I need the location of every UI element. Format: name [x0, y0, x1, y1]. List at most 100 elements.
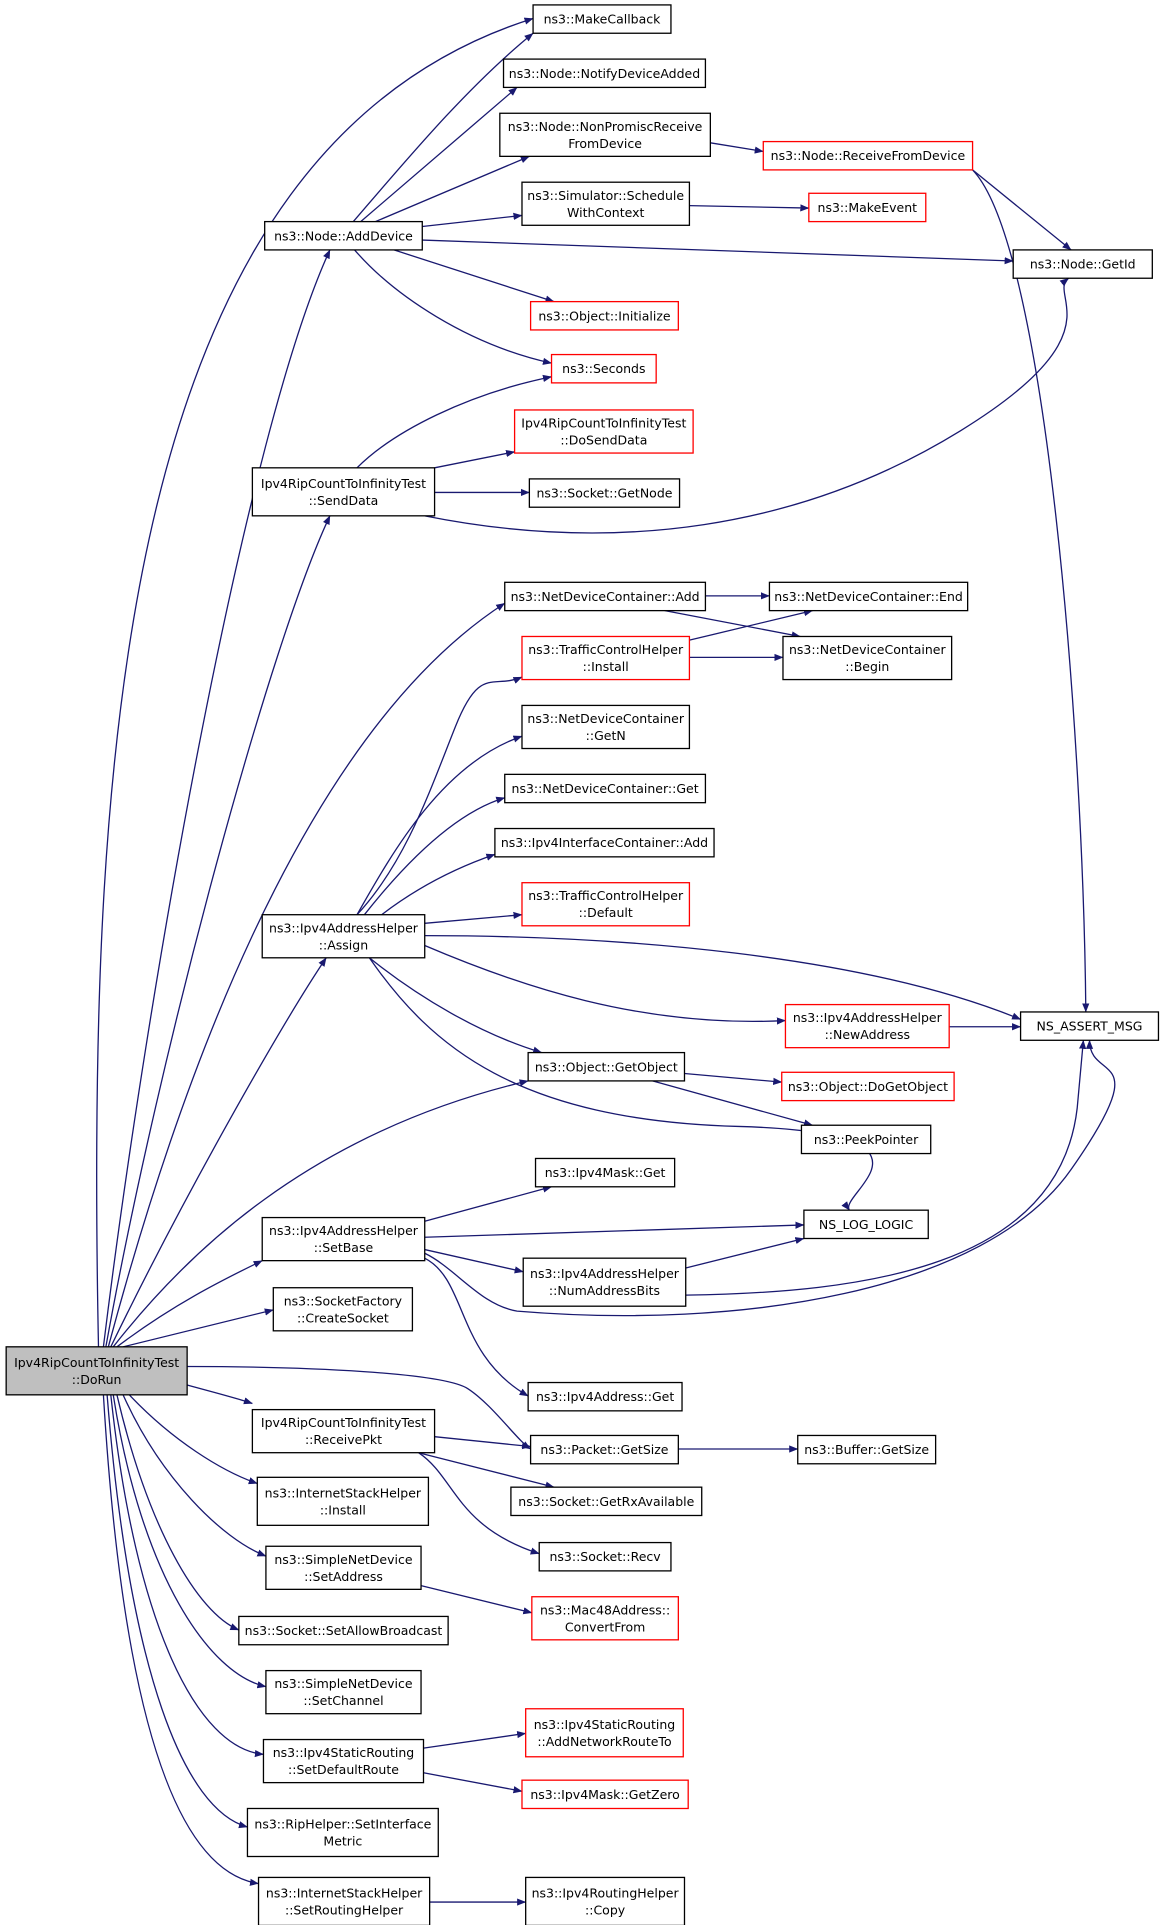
node-setchannel[interactable]: ns3::SimpleNetDevice::SetChannel — [265, 1669, 422, 1715]
node-box-setroutinghelper[interactable] — [257, 1876, 431, 1925]
node-box-ndcbegin[interactable] — [782, 635, 953, 681]
node-createsocket[interactable]: ns3::SocketFactory::CreateSocket — [272, 1287, 414, 1332]
node-box-makecallback[interactable] — [532, 4, 672, 34]
node-assertmsg[interactable]: NS_ASSERT_MSG — [1019, 1011, 1160, 1041]
node-receivefromdevice[interactable]: ns3::Node::ReceiveFromDevice — [762, 140, 974, 171]
node-ndcget[interactable]: ns3::NetDeviceContainer::Get — [504, 773, 707, 804]
node-box-assign[interactable] — [261, 914, 426, 959]
node-tchdefault[interactable]: ns3::TrafficControlHelper::Default — [521, 882, 691, 927]
node-box-tchinstall[interactable] — [521, 635, 691, 681]
node-setroutinghelper[interactable]: ns3::InternetStackHelper::SetRoutingHelp… — [257, 1876, 431, 1925]
node-ishinstall[interactable]: ns3::InternetStackHelper::Install — [256, 1476, 430, 1526]
node-box-setaddress[interactable] — [265, 1545, 422, 1591]
node-dosenddata[interactable]: Ipv4RipCountToInfinityTest::DoSendData — [513, 409, 694, 454]
node-maskget[interactable]: ns3::Ipv4Mask::Get — [534, 1157, 676, 1188]
node-box-ndcend[interactable] — [768, 581, 969, 612]
node-icadd[interactable]: ns3::Ipv4InterfaceContainer::Add — [494, 827, 715, 858]
node-box-senddata[interactable] — [251, 467, 436, 517]
node-loglogic[interactable]: NS_LOG_LOGIC — [803, 1209, 929, 1240]
node-box-setbase[interactable] — [261, 1216, 426, 1262]
node-box-packetgetsize[interactable] — [529, 1434, 679, 1465]
node-setallowbroadcast[interactable]: ns3::Socket::SetAllowBroadcast — [238, 1615, 449, 1646]
node-newaddress[interactable]: ns3::Ipv4AddressHelper::NewAddress — [784, 1003, 950, 1049]
node-box-dosenddata[interactable] — [513, 409, 694, 454]
node-recv[interactable]: ns3::Socket::Recv — [538, 1541, 672, 1572]
node-packetgetsize[interactable]: ns3::Packet::GetSize — [529, 1434, 679, 1465]
node-box-getobject[interactable] — [527, 1051, 686, 1082]
node-box-convertfrom[interactable] — [531, 1596, 679, 1641]
node-box-ndcget[interactable] — [504, 773, 707, 804]
node-box-nonpromisc[interactable] — [499, 112, 711, 158]
node-box-getrxavailable[interactable] — [510, 1486, 703, 1517]
node-box-root[interactable] — [5, 1346, 188, 1396]
node-box-socketgetnode[interactable] — [528, 478, 681, 508]
node-tchinstall[interactable]: ns3::TrafficControlHelper::Install — [521, 635, 691, 681]
node-box-getid[interactable] — [1012, 249, 1153, 279]
node-box-getzero[interactable] — [521, 1779, 689, 1810]
node-dogetobject[interactable]: ns3::Object::DoGetObject — [781, 1071, 955, 1102]
node-box-setallowbroadcast[interactable] — [238, 1615, 449, 1646]
node-box-ishinstall[interactable] — [256, 1476, 430, 1526]
node-socketgetnode[interactable]: ns3::Socket::GetNode — [528, 478, 681, 508]
node-getid[interactable]: ns3::Node::GetId — [1012, 249, 1153, 279]
node-box-adddevice[interactable] — [264, 220, 423, 251]
node-box-dogetobject[interactable] — [781, 1071, 955, 1102]
node-setaddress[interactable]: ns3::SimpleNetDevice::SetAddress — [265, 1545, 422, 1591]
node-ndcbegin[interactable]: ns3::NetDeviceContainer::Begin — [782, 635, 953, 681]
node-makecallback[interactable]: ns3::MakeCallback — [532, 4, 672, 34]
node-box-assertmsg[interactable] — [1019, 1011, 1160, 1041]
node-box-seconds[interactable] — [550, 353, 657, 384]
node-box-numaddressbits[interactable] — [522, 1257, 687, 1307]
node-box-ndcadd[interactable] — [504, 581, 707, 612]
node-box-makeevent[interactable] — [808, 192, 927, 223]
node-seconds[interactable]: ns3::Seconds — [550, 353, 657, 384]
node-adddevice[interactable]: ns3::Node::AddDevice — [264, 220, 423, 251]
node-box-ndcgetn[interactable] — [521, 704, 691, 750]
node-box-buffergetsize[interactable] — [797, 1434, 937, 1465]
node-ndcend[interactable]: ns3::NetDeviceContainer::End — [768, 581, 969, 612]
node-routingcopy[interactable]: ns3::Ipv4RoutingHelper::Copy — [525, 1876, 686, 1925]
node-initialize[interactable]: ns3::Object::Initialize — [529, 300, 679, 331]
node-box-maskget[interactable] — [534, 1157, 676, 1188]
node-box-createsocket[interactable] — [272, 1287, 414, 1332]
node-box-notifydeviceadded[interactable] — [502, 58, 707, 89]
node-setdefaultroute[interactable]: ns3::Ipv4StaticRouting::SetDefaultRoute — [262, 1738, 425, 1784]
node-box-schedule[interactable] — [521, 181, 691, 226]
node-box-tchdefault[interactable] — [521, 882, 691, 927]
node-receivepkt[interactable]: Ipv4RipCountToInfinityTest::ReceivePkt — [251, 1408, 436, 1454]
node-box-recv[interactable] — [538, 1541, 672, 1572]
node-assign[interactable]: ns3::Ipv4AddressHelper::Assign — [261, 914, 426, 959]
node-senddata[interactable]: Ipv4RipCountToInfinityTest::SendData — [251, 467, 436, 517]
node-numaddressbits[interactable]: ns3::Ipv4AddressHelper::NumAddressBits — [522, 1257, 687, 1307]
node-getzero[interactable]: ns3::Ipv4Mask::GetZero — [521, 1779, 689, 1810]
node-box-setchannel[interactable] — [265, 1669, 422, 1715]
node-getrxavailable[interactable]: ns3::Socket::GetRxAvailable — [510, 1486, 703, 1517]
node-box-routingcopy[interactable] — [525, 1876, 686, 1925]
node-box-loglogic[interactable] — [803, 1209, 929, 1240]
node-box-newaddress[interactable] — [784, 1003, 950, 1049]
node-notifydeviceadded[interactable]: ns3::Node::NotifyDeviceAdded — [502, 58, 707, 89]
node-addnetworkrouteto[interactable]: ns3::Ipv4StaticRouting::AddNetworkRouteT… — [525, 1708, 684, 1758]
node-box-setdefaultroute[interactable] — [262, 1738, 425, 1784]
node-getobject[interactable]: ns3::Object::GetObject — [527, 1051, 686, 1082]
node-box-receivepkt[interactable] — [251, 1408, 436, 1454]
node-box-addressget[interactable] — [527, 1381, 683, 1412]
node-addressget[interactable]: ns3::Ipv4Address::Get — [527, 1381, 683, 1412]
node-root[interactable]: Ipv4RipCountToInfinityTest::DoRun — [5, 1346, 188, 1396]
node-setbase[interactable]: ns3::Ipv4AddressHelper::SetBase — [261, 1216, 426, 1262]
node-makeevent[interactable]: ns3::MakeEvent — [808, 192, 927, 223]
node-buffergetsize[interactable]: ns3::Buffer::GetSize — [797, 1434, 937, 1465]
node-convertfrom[interactable]: ns3::Mac48Address::ConvertFrom — [531, 1596, 679, 1641]
node-ndcgetn[interactable]: ns3::NetDeviceContainer::GetN — [521, 704, 691, 750]
node-peekpointer[interactable]: ns3::PeekPointer — [800, 1124, 932, 1155]
node-box-icadd[interactable] — [494, 827, 715, 858]
node-box-addnetworkrouteto[interactable] — [525, 1708, 684, 1758]
node-box-setinterfacemetric[interactable] — [246, 1807, 439, 1858]
node-ndcadd[interactable]: ns3::NetDeviceContainer::Add — [504, 581, 707, 612]
node-box-initialize[interactable] — [529, 300, 679, 331]
node-box-peekpointer[interactable] — [800, 1124, 932, 1155]
node-box-receivefromdevice[interactable] — [762, 140, 974, 171]
